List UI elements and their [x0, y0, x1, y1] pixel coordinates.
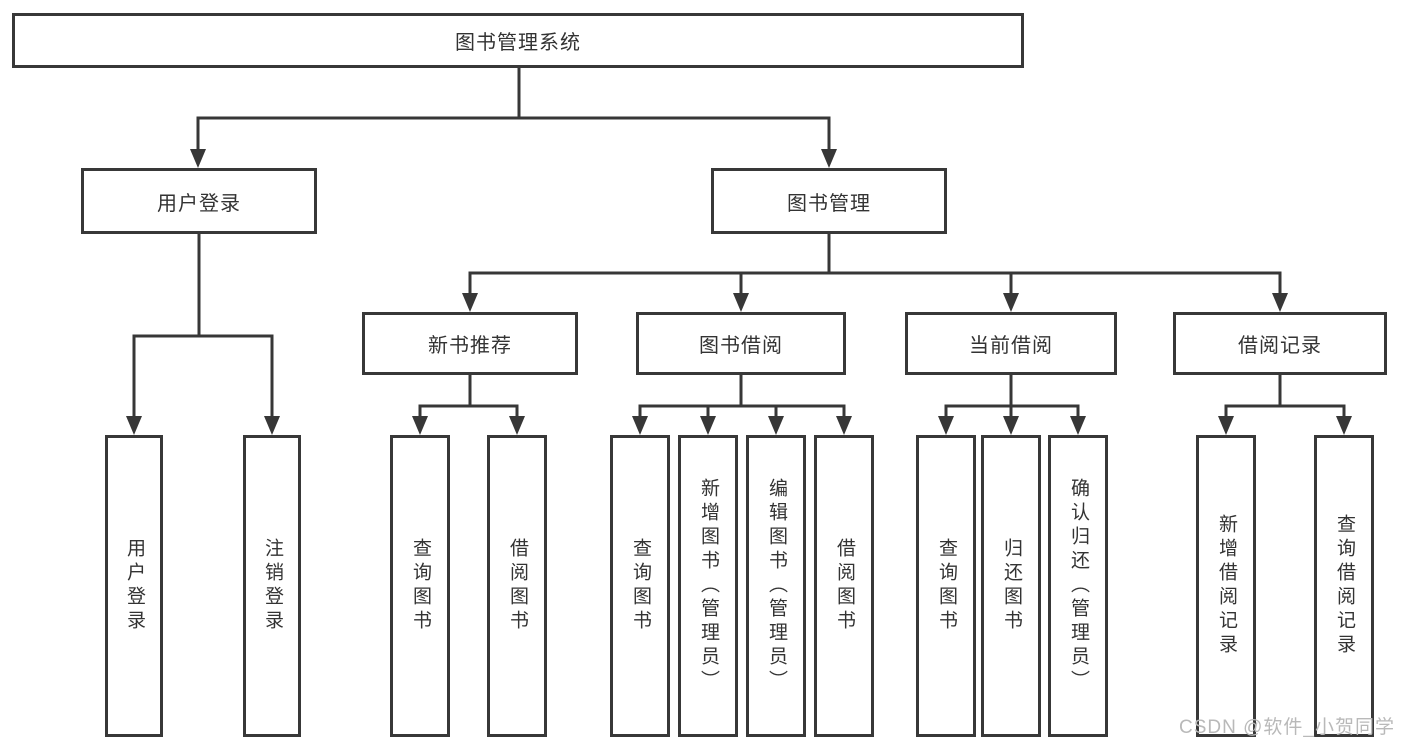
node-label: 编辑图书（管理员）	[765, 478, 787, 694]
connector-borrowing-records-children	[1218, 373, 1352, 435]
node-label: 新增图书（管理员）	[697, 478, 719, 694]
connector-current-borrowing-children	[938, 373, 1086, 435]
leaf-borrow-books-recommend: 借阅图书	[487, 435, 547, 737]
node-label: 图书借阅	[699, 335, 783, 357]
node-label: 借阅图书	[833, 538, 855, 634]
leaf-query-books-recommend: 查询图书	[390, 435, 450, 737]
node-label: 用户登录	[123, 538, 145, 634]
connector-new-book-recommendation-children	[412, 373, 525, 435]
leaf-query-borrow-record: 查询借阅记录	[1314, 435, 1374, 737]
node-label: 查询图书	[409, 538, 431, 634]
connector-user-login-children	[126, 232, 280, 435]
leaf-query-books-borrowing: 查询图书	[610, 435, 670, 737]
node-book-management: 图书管理	[711, 168, 947, 234]
node-label: 图书管理	[787, 192, 871, 215]
node-library-management-system: 图书管理系统	[12, 13, 1024, 68]
node-label: 确认归还（管理员）	[1067, 478, 1089, 694]
node-book-borrowing: 图书借阅	[636, 312, 846, 375]
node-label: 图书管理系统	[455, 32, 581, 54]
connector-book-management-children	[462, 232, 1288, 312]
leaf-query-books-current: 查询图书	[916, 435, 976, 737]
leaf-logout-login: 注销登录	[243, 435, 301, 737]
node-label: 借阅图书	[506, 538, 528, 634]
node-label: 查询图书	[935, 538, 957, 634]
node-user-login: 用户登录	[81, 168, 317, 234]
leaf-user-login: 用户登录	[105, 435, 163, 737]
connector-root-to-level2	[190, 66, 837, 168]
node-label: 用户登录	[157, 192, 241, 215]
node-label: 归还图书	[1000, 538, 1022, 634]
node-label: 查询借阅记录	[1333, 514, 1355, 658]
leaf-confirm-return-admin: 确认归还（管理员）	[1048, 435, 1108, 737]
node-new-book-recommendation: 新书推荐	[362, 312, 578, 375]
leaf-add-books-admin: 新增图书（管理员）	[678, 435, 738, 737]
node-label: 当前借阅	[969, 335, 1053, 357]
leaf-return-books: 归还图书	[981, 435, 1041, 737]
node-label: 新书推荐	[428, 335, 512, 357]
connector-book-borrowing-children	[632, 373, 852, 435]
leaf-edit-books-admin: 编辑图书（管理员）	[746, 435, 806, 737]
csdn-watermark: CSDN @软件_小贺同学	[1179, 717, 1395, 738]
node-current-borrowing: 当前借阅	[905, 312, 1117, 375]
node-borrowing-records: 借阅记录	[1173, 312, 1387, 375]
leaf-borrow-books: 借阅图书	[814, 435, 874, 737]
node-label: 查询图书	[629, 538, 651, 634]
node-label: 借阅记录	[1238, 335, 1322, 357]
node-label: 新增借阅记录	[1215, 514, 1237, 658]
leaf-add-borrow-record: 新增借阅记录	[1196, 435, 1256, 737]
node-label: 注销登录	[261, 538, 283, 634]
